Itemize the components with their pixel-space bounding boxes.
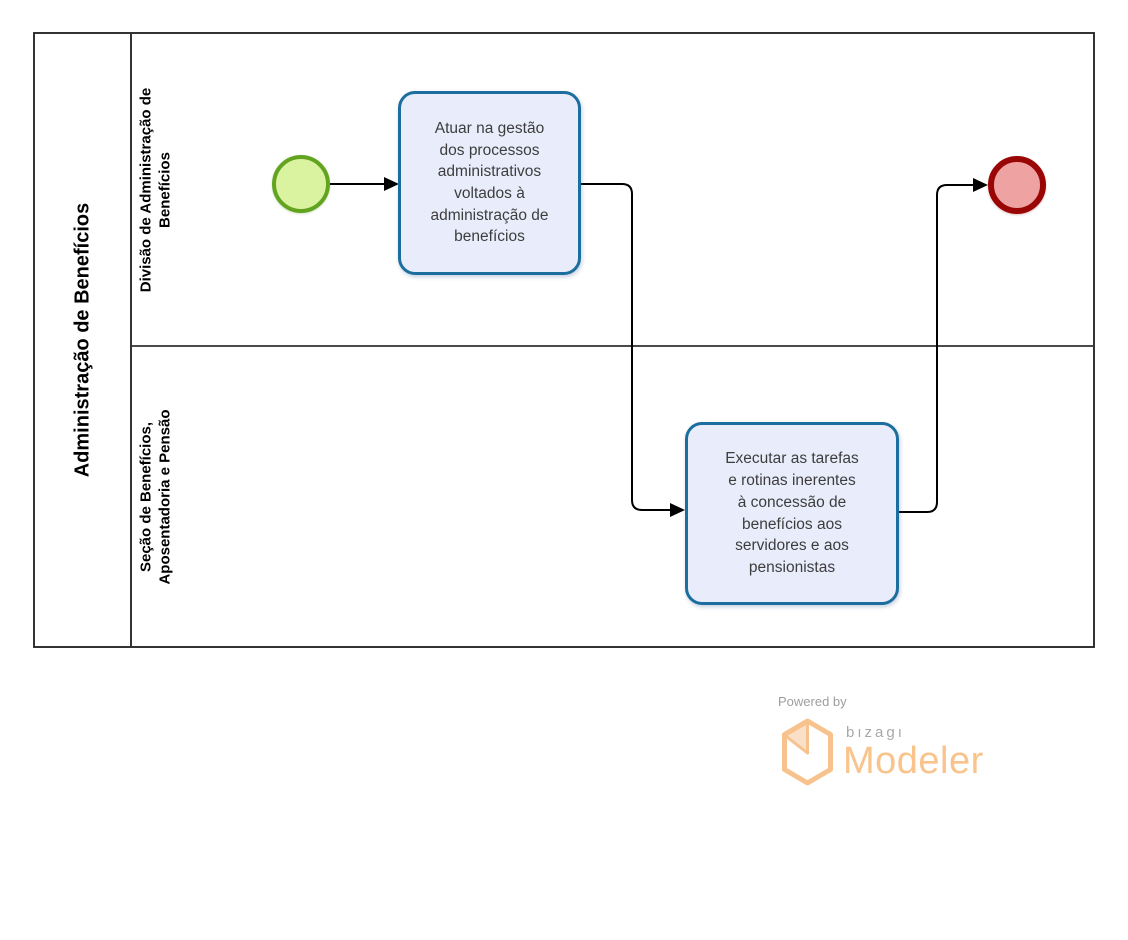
task-executar-tarefas: Executar as tarefas e rotinas inerentes … [685,422,899,605]
task-atuar-label: Atuar na gestão dos processos administra… [430,119,549,246]
end-event-icon [988,156,1046,214]
powered-by-label: Powered by [778,694,847,709]
start-event-icon [272,155,330,213]
lanes-container: Divisão de Administração de Benefícios S… [132,34,1093,646]
pool-label: Administração de Benefícios [71,202,93,478]
bizagi-logo-icon [782,718,833,786]
lane-secao-label: Seção de Benefícios, Aposentadoria e Pen… [137,408,173,585]
lane-divisao-label: Divisão de Administração de Benefícios [137,87,173,292]
bizagi-wordmark: bızagı [846,724,905,741]
lane-secao-de-beneficios: Seção de Benefícios, Aposentadoria e Pen… [132,347,1093,646]
pool-header: Administração de Benefícios [35,34,132,646]
task-atuar-na-gestao: Atuar na gestão dos processos administra… [398,91,581,275]
modeler-wordmark: Modeler [843,740,984,782]
task-executar-label: Executar as tarefas e rotinas inerentes … [725,450,859,576]
